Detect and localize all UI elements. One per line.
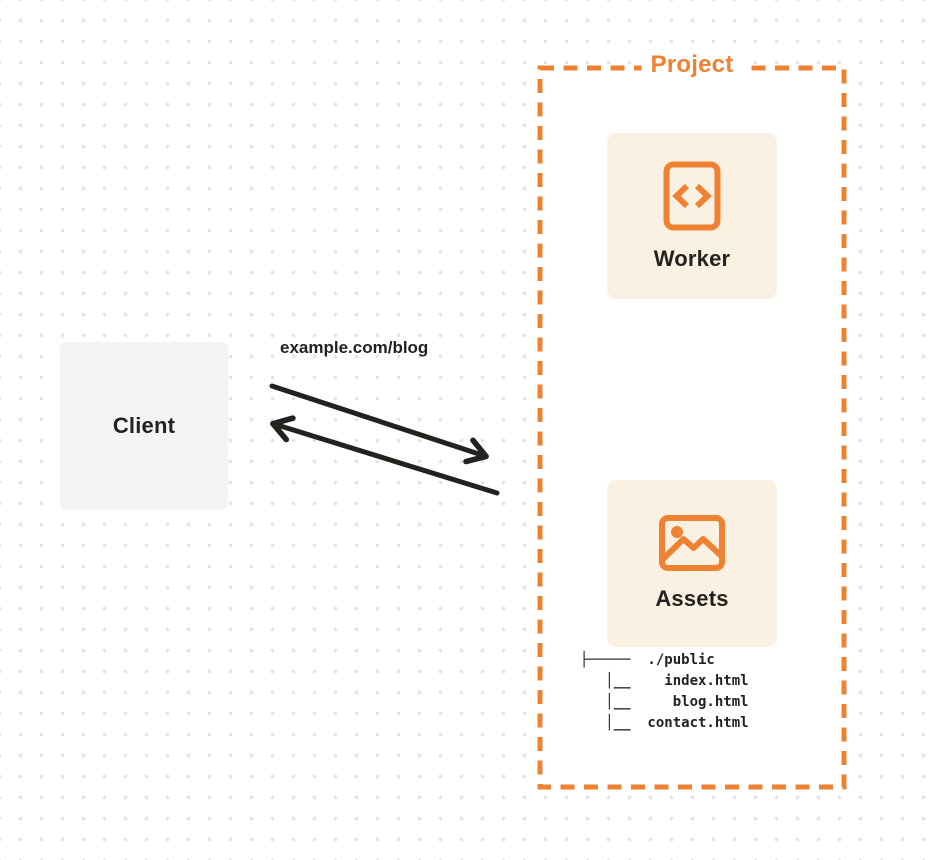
client-box: Client	[60, 342, 228, 510]
code-file-icon	[663, 161, 721, 230]
image-icon-sun	[671, 526, 683, 538]
tree-line-public: ├───── ./public	[580, 652, 715, 668]
worker-card: Worker	[607, 133, 777, 299]
assets-label: Assets	[655, 586, 729, 611]
tree-line-contact: │__ contact.html	[580, 715, 749, 731]
project-container: Project Worker Assets ├───── ./public │_…	[537, 51, 847, 790]
response-arrow	[270, 415, 500, 496]
tree-line-index: │__ index.html	[580, 673, 749, 689]
file-tree: ├───── ./public │__ index.html │__ blog.…	[580, 650, 749, 734]
tree-line-blog: │__ blog.html	[580, 694, 749, 710]
worker-label: Worker	[653, 245, 731, 271]
project-label: Project	[641, 51, 743, 79]
client-label: Client	[112, 413, 176, 438]
assets-card: Assets	[607, 480, 777, 647]
image-icon	[659, 515, 725, 571]
request-url-label: example.com/blog	[280, 338, 429, 357]
request-arrow	[269, 383, 489, 465]
